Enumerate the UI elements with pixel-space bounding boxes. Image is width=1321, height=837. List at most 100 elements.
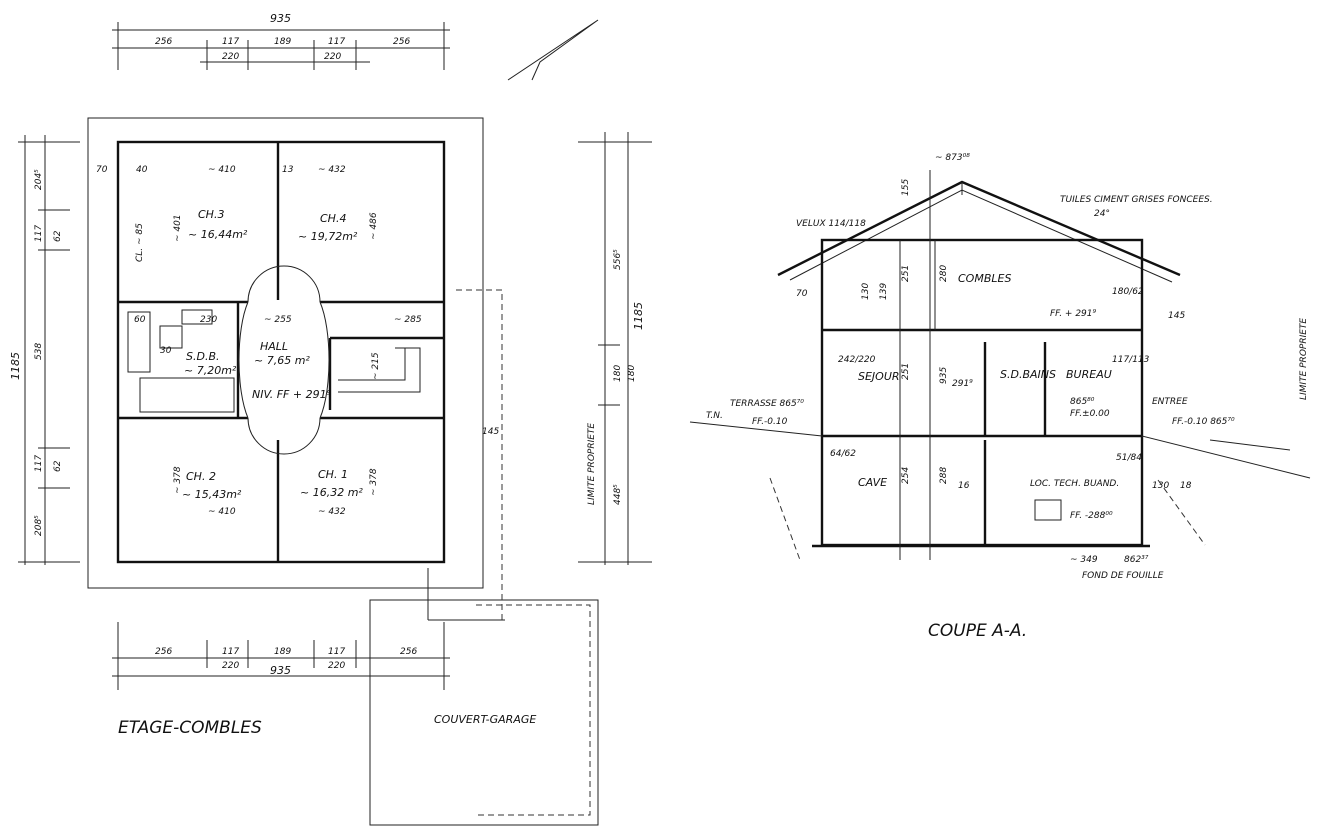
- dim: 251: [901, 265, 911, 282]
- room-width: ~ 410: [208, 507, 236, 517]
- top-subdim: 220: [324, 52, 341, 62]
- mark: 13: [282, 165, 294, 175]
- room-area: ~ 16,32 m²: [300, 486, 363, 499]
- section-dims: 291⁹ 16 251 935 254 288 251 280 155 70 1…: [796, 170, 1192, 560]
- dim: 64/62: [830, 449, 856, 459]
- top-total-dim: 935: [270, 12, 291, 25]
- mark: ~ 215: [371, 352, 381, 380]
- room-name: CH.3: [198, 208, 224, 221]
- level-mark: FF. + 291⁹: [1050, 309, 1096, 319]
- room-name: CH.4: [320, 212, 346, 225]
- dim: 935: [939, 367, 949, 384]
- level-mark: FF.-0.10: [752, 417, 788, 427]
- roof: [777, 180, 1181, 283]
- dim: 139: [879, 283, 889, 300]
- dim: 130: [861, 283, 871, 300]
- left-dim: 208⁵: [34, 515, 44, 536]
- right-dim: 556⁵: [613, 249, 623, 270]
- dim: 155: [901, 179, 911, 196]
- dim: 242/220: [838, 355, 876, 365]
- bottom-dim: 117: [222, 647, 239, 657]
- room-height: ~ 401: [173, 214, 183, 242]
- room-name: HALL: [260, 340, 288, 353]
- dim: 180/62: [1112, 287, 1144, 297]
- dim: 117/113: [1112, 355, 1150, 365]
- bottom-dimension-chain: 256 117 189 117 256 220 220 935: [112, 622, 450, 690]
- room-name: CH. 1: [318, 468, 348, 481]
- room-height: ~ 486: [369, 212, 379, 240]
- level-mark: 862³⁷: [1124, 555, 1149, 565]
- top-dim: 189: [274, 37, 291, 47]
- dim: 18: [1180, 481, 1192, 491]
- level-mark: ~ 349: [1070, 555, 1098, 565]
- stair: [338, 347, 421, 393]
- bottom-subdim: 220: [222, 661, 239, 671]
- top-dim: 256: [393, 37, 410, 47]
- level-mark: 865⁸⁰: [1070, 397, 1095, 407]
- room-name: CH. 2: [186, 470, 216, 483]
- room-height: ~ 378: [173, 466, 183, 494]
- mark: 30: [160, 346, 172, 356]
- level-mark: FF.-0.10 865⁷⁰: [1172, 417, 1235, 427]
- bottom-subdim: 220: [328, 661, 345, 671]
- limite-propriete-label: LIMITE PROPRIETE: [1299, 318, 1309, 400]
- left-dim: 117: [34, 455, 44, 472]
- north-arrow: [507, 19, 599, 81]
- mark: 60: [134, 315, 146, 325]
- right-dimension-chain: 1185 556⁵ 180 180 448⁵ LIMITE PROPRIETE: [578, 132, 652, 565]
- velux-note: VELUX 114/118: [796, 219, 866, 229]
- room-area: ~ 7,20m²: [184, 364, 237, 377]
- dim: 130: [1152, 481, 1169, 491]
- room-hall: HALL ~ 7,65 m² ~ 255 NIV. FF + 291⁹: [252, 315, 332, 401]
- garage-label: COUVERT-GARAGE: [434, 713, 536, 726]
- plan-walls: [116, 140, 446, 564]
- room-width: ~ 410: [208, 165, 236, 175]
- mark: 230: [200, 315, 217, 325]
- left-total-dim: 1185: [9, 352, 22, 380]
- mark: 145: [482, 427, 499, 437]
- dim: 291⁹: [952, 379, 973, 389]
- level-mark: NIV. FF + 291⁹: [252, 388, 332, 401]
- section-title: COUPE A-A.: [928, 621, 1027, 641]
- limite-propriete-label: LIMITE PROPRIETE: [587, 423, 597, 505]
- level-mark: FF.±0.00: [1070, 409, 1110, 419]
- room-sejour: SEJOUR: [858, 370, 900, 383]
- top-dim: 256: [155, 37, 172, 47]
- room-area: ~ 7,65 m²: [254, 354, 310, 367]
- bottom-dim: 256: [400, 647, 417, 657]
- left-dim: 538: [34, 343, 44, 360]
- room-area: ~ 19,72m²: [298, 230, 358, 243]
- room-sdb: S.D.B. ~ 7,20m²: [184, 350, 237, 377]
- room-name: S.D.B.: [186, 350, 220, 363]
- terrasse-note: TERRASSE 865⁷⁰: [730, 399, 804, 409]
- room-sdbains: S.D.BAINS: [1000, 368, 1056, 381]
- room-cave: CAVE: [858, 476, 887, 489]
- dim: 254: [901, 467, 911, 484]
- mark: ~ 285: [394, 315, 422, 325]
- dim: 251: [901, 363, 911, 380]
- right-dim: 180: [627, 365, 637, 382]
- left-dim: 62: [53, 230, 63, 242]
- room-ch2: CH. 2 ~ 15,43m² ~ 410 ~ 378: [173, 466, 242, 517]
- floor-plan: 935 256 117 189 117 256 220 220: [9, 12, 652, 826]
- room-ch1: CH. 1 ~ 16,32 m² ~ 432 ~ 378: [300, 468, 379, 517]
- room-area: ~ 16,44m²: [188, 228, 248, 241]
- room-ch4: CH.4 ~ 19,72m² ~ 432 ~ 486: [298, 165, 379, 243]
- left-dim: 62: [53, 460, 63, 472]
- entree-note: ENTREE: [1152, 397, 1188, 407]
- dim: 16: [958, 481, 970, 491]
- garage: COUVERT-GARAGE: [369, 289, 599, 826]
- roof-angle: 24°: [1094, 209, 1110, 219]
- dim: 51/84: [1116, 453, 1142, 463]
- room-bureau: BUREAU: [1066, 368, 1112, 381]
- room-combles: COMBLES: [958, 272, 1011, 285]
- dim: 70: [796, 289, 808, 299]
- mark: 40: [136, 165, 148, 175]
- dim: 288: [939, 467, 949, 484]
- interior-walls: [118, 142, 444, 562]
- plan-title: ETAGE-COMBLES: [118, 718, 262, 738]
- mark: CL. ~ 85: [135, 223, 145, 262]
- left-dim: 204⁵: [34, 169, 44, 190]
- right-total-dim: 1185: [632, 302, 645, 330]
- room-width: ~ 432: [318, 165, 346, 175]
